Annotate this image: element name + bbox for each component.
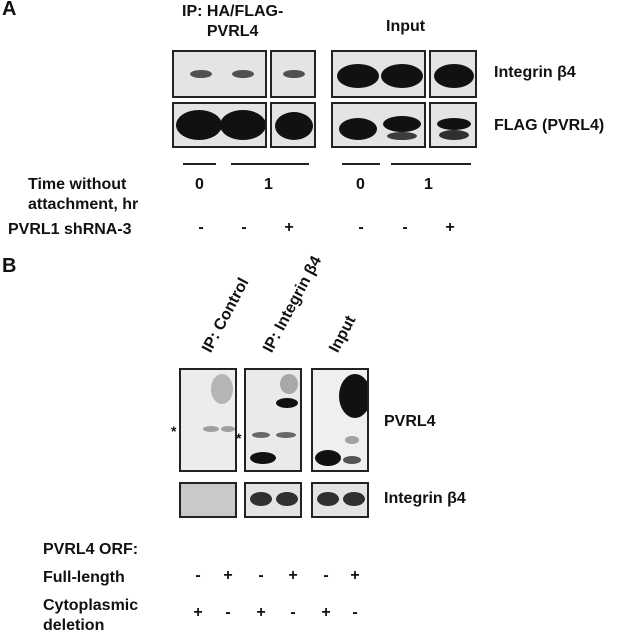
band [339,118,377,140]
band [221,426,235,432]
band [339,374,367,418]
cyto-label: Cytoplasmic deletion [43,597,139,634]
cyto-sign: - [290,604,296,621]
full-length-sign: - [258,567,264,584]
band [280,374,298,394]
panel-a-letter: A [2,0,17,20]
cyto-sign: + [193,604,203,621]
lane-header-input: Input [326,313,360,356]
band [276,398,298,408]
band [211,374,233,404]
bracket-ip-0 [183,163,216,165]
blot-a-integrin-input [331,50,426,98]
time-value: 1 [264,176,273,193]
band [232,70,254,78]
band [252,432,270,438]
cyto-sign: + [256,604,266,621]
band [220,110,265,140]
cyto-sign: - [352,604,358,621]
row-label-integrin-a: Integrin β4 [494,64,576,81]
bracket-input-1 [391,163,471,165]
blot-a-integrin-input-kd [429,50,477,98]
full-length-label: Full-length [43,569,125,586]
full-length-sign: - [323,567,329,584]
ip-header: IP: HA/FLAG- PVRL4 [182,3,284,40]
time-label: Time without attachment, hr [28,176,139,213]
blot-b-integrin-control [179,482,237,518]
band [190,70,212,78]
band [434,64,474,88]
blot-a-flag-input [331,102,426,148]
orf-label: PVRL4 ORF: [43,541,139,558]
band [276,432,296,438]
shrna-sign: + [284,219,294,236]
blot-a-flag-ip-kd [270,102,316,148]
blot-a-flag-input-kd [429,102,477,148]
bracket-input-0 [342,163,380,165]
row-label-pvrl4-b: PVRL4 [384,413,436,430]
blot-b-pvrl4-input [311,368,369,472]
lane-header-ip-integrin: IP: Integrin β4 [260,253,326,356]
band [203,426,219,432]
full-length-sign: + [350,567,360,584]
band [345,436,359,444]
row-label-integrin-b: Integrin β4 [384,490,466,507]
shrna-sign: - [241,219,247,236]
band [381,64,423,88]
time-value: 0 [356,176,365,193]
band [283,70,305,78]
cyto-sign: - [225,604,231,621]
shrna-sign: - [198,219,204,236]
blot-a-integrin-ip-kd [270,50,316,98]
lane-header-ip-control: IP: Control [199,275,253,356]
blot-b-pvrl4-control [179,368,237,472]
star-marker: * [171,423,177,439]
full-length-sign: + [288,567,298,584]
band [176,110,222,140]
blot-a-integrin-ip [172,50,267,98]
band [343,456,361,464]
time-value: 0 [195,176,204,193]
shrna-sign: - [358,219,364,236]
bracket-ip-1 [231,163,309,165]
full-length-sign: - [195,567,201,584]
band [315,450,341,466]
band [343,492,365,506]
row-label-flag-a: FLAG (PVRL4) [494,117,605,134]
blot-a-flag-ip [172,102,267,148]
blot-b-integrin-integrin [244,482,302,518]
time-value: 1 [424,176,433,193]
shrna-label: PVRL1 shRNA-3 [8,221,132,238]
band [437,118,471,130]
shrna-sign: + [445,219,455,236]
band [275,112,313,140]
band [337,64,379,88]
band [317,492,339,506]
blot-b-pvrl4-integrin [244,368,302,472]
band [387,132,417,140]
panel-b-letter: B [2,255,17,277]
band [250,492,272,506]
full-length-sign: + [223,567,233,584]
band [383,116,421,132]
cyto-sign: + [321,604,331,621]
band [250,452,276,464]
blot-b-integrin-input [311,482,369,518]
band [276,492,298,506]
input-header: Input [386,18,426,35]
shrna-sign: - [402,219,408,236]
star-marker: * [236,430,242,446]
band [439,130,469,140]
